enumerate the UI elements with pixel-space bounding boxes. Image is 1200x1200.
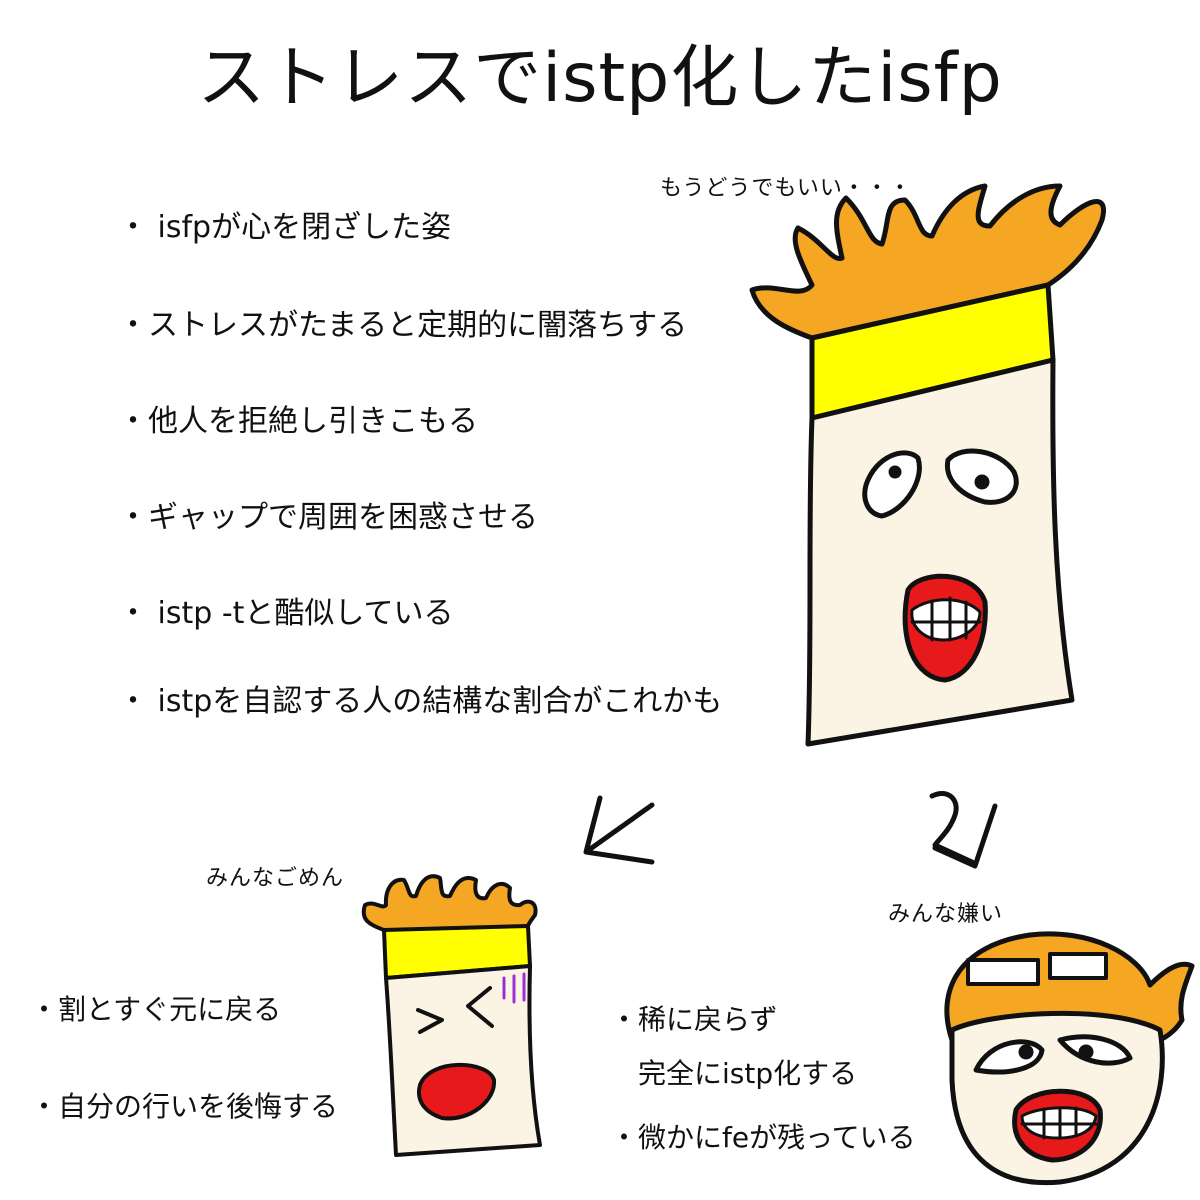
left-note-2: ・自分の行いを後悔する xyxy=(30,1090,339,1123)
left-gloom-lines xyxy=(502,972,526,1004)
left-speech: みんなごめん xyxy=(206,866,345,891)
right-right-pupil xyxy=(1078,1044,1094,1060)
right-goggle-right xyxy=(1048,952,1108,980)
right-note-2: 完全にistp化する xyxy=(638,1057,858,1090)
arrows xyxy=(583,790,998,869)
page-title: ストレスでistp化したisfp xyxy=(197,39,1003,118)
main-right-pupil xyxy=(974,474,990,490)
main-teeth xyxy=(910,598,982,642)
left-lips xyxy=(417,1062,497,1121)
left-character xyxy=(361,874,542,1157)
main-teeth-lines xyxy=(910,596,982,642)
main-bullet-3: ・他人を拒絶し引きこもる xyxy=(118,404,478,439)
main-left-pupil xyxy=(888,465,902,479)
left-note-1: ・割とすぐ元に戻る xyxy=(30,993,282,1026)
right-character xyxy=(944,931,1195,1186)
right-note-3: ・微かにfeが残っている xyxy=(610,1121,916,1154)
main-left-eye xyxy=(862,450,922,519)
arrow-left-icon xyxy=(583,795,655,865)
right-teeth-lines xyxy=(1020,1106,1098,1140)
main-speech: もうどうでもいい・・・ xyxy=(660,176,912,201)
right-goggle-left xyxy=(966,958,1040,986)
main-hair xyxy=(749,183,1106,341)
left-face xyxy=(384,964,542,1157)
main-bullet-5: ・ istp -tと酷似している xyxy=(118,596,454,631)
main-bullet-2: ・ストレスがたまると定期的に闇落ちする xyxy=(118,308,688,343)
arrow-right-icon xyxy=(929,790,998,869)
main-bullet-4: ・ギャップで周囲を困惑させる xyxy=(118,500,538,535)
main-face xyxy=(805,357,1075,747)
main-bullet-6: ・ istpを自認する人の結構な割合がこれかも xyxy=(118,684,723,719)
main-bullet-1: ・ isfpが心を閉ざした姿 xyxy=(118,210,452,245)
right-note-1: ・稀に戻らず xyxy=(610,1003,778,1036)
right-speech: みんな嫌い xyxy=(888,902,1004,927)
left-squint-eyes xyxy=(416,986,494,1034)
main-character xyxy=(749,183,1106,747)
right-left-pupil xyxy=(1018,1044,1034,1060)
left-hair xyxy=(361,874,538,934)
